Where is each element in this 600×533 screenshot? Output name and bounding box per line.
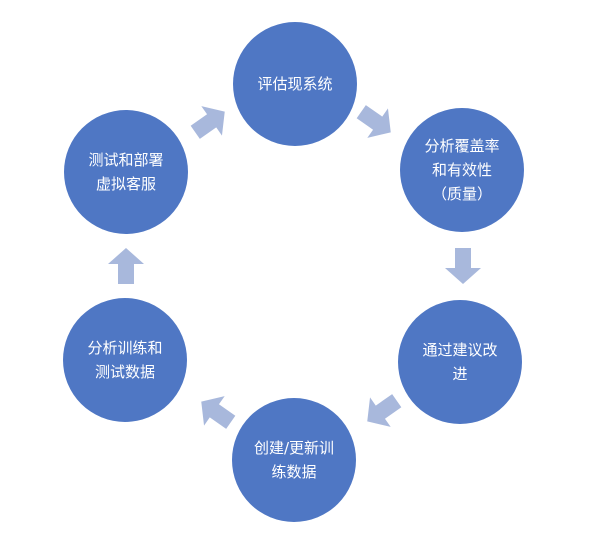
node-improve-via-suggestions: 通过建议改 进 [398, 300, 522, 424]
arrow-coverage-to-improve [445, 248, 481, 284]
arrow-deploy-to-evaluate [190, 106, 225, 139]
node-label-line: 评估现系统 [257, 75, 333, 93]
node-label-line: 通过建议改 [422, 341, 498, 359]
node-label-line: 进 [452, 365, 468, 383]
arrow-create-to-analyze-data [201, 396, 236, 429]
node-label-line: 虚拟客服 [95, 175, 156, 193]
arrow-analyze-data-to-deploy [108, 248, 144, 284]
node-label-line: 测试和部署 [88, 151, 164, 169]
arrow-evaluate-to-coverage [356, 105, 391, 138]
arrow-improve-to-create [367, 394, 402, 427]
node-label-line: 练数据 [271, 463, 317, 481]
node-label-line: 创建/更新训 [253, 439, 335, 457]
node-analyze-coverage: 分析覆盖率 和有效性 （质量） [400, 108, 524, 232]
node-label-line: 分析覆盖率 [424, 137, 500, 155]
node-label-line: 分析训练和 [87, 339, 163, 357]
node-create-update-training-data: 创建/更新训 练数据 [232, 398, 356, 522]
node-label-line: 测试数据 [94, 363, 155, 381]
node-test-deploy-virtual-agent: 测试和部署 虚拟客服 [64, 110, 188, 234]
node-label-line: （质量） [431, 185, 492, 203]
node-label-line: 和有效性 [431, 161, 492, 179]
node-evaluate-system: 评估现系统 [233, 22, 357, 146]
node-analyze-training-test-data: 分析训练和 测试数据 [63, 298, 187, 422]
